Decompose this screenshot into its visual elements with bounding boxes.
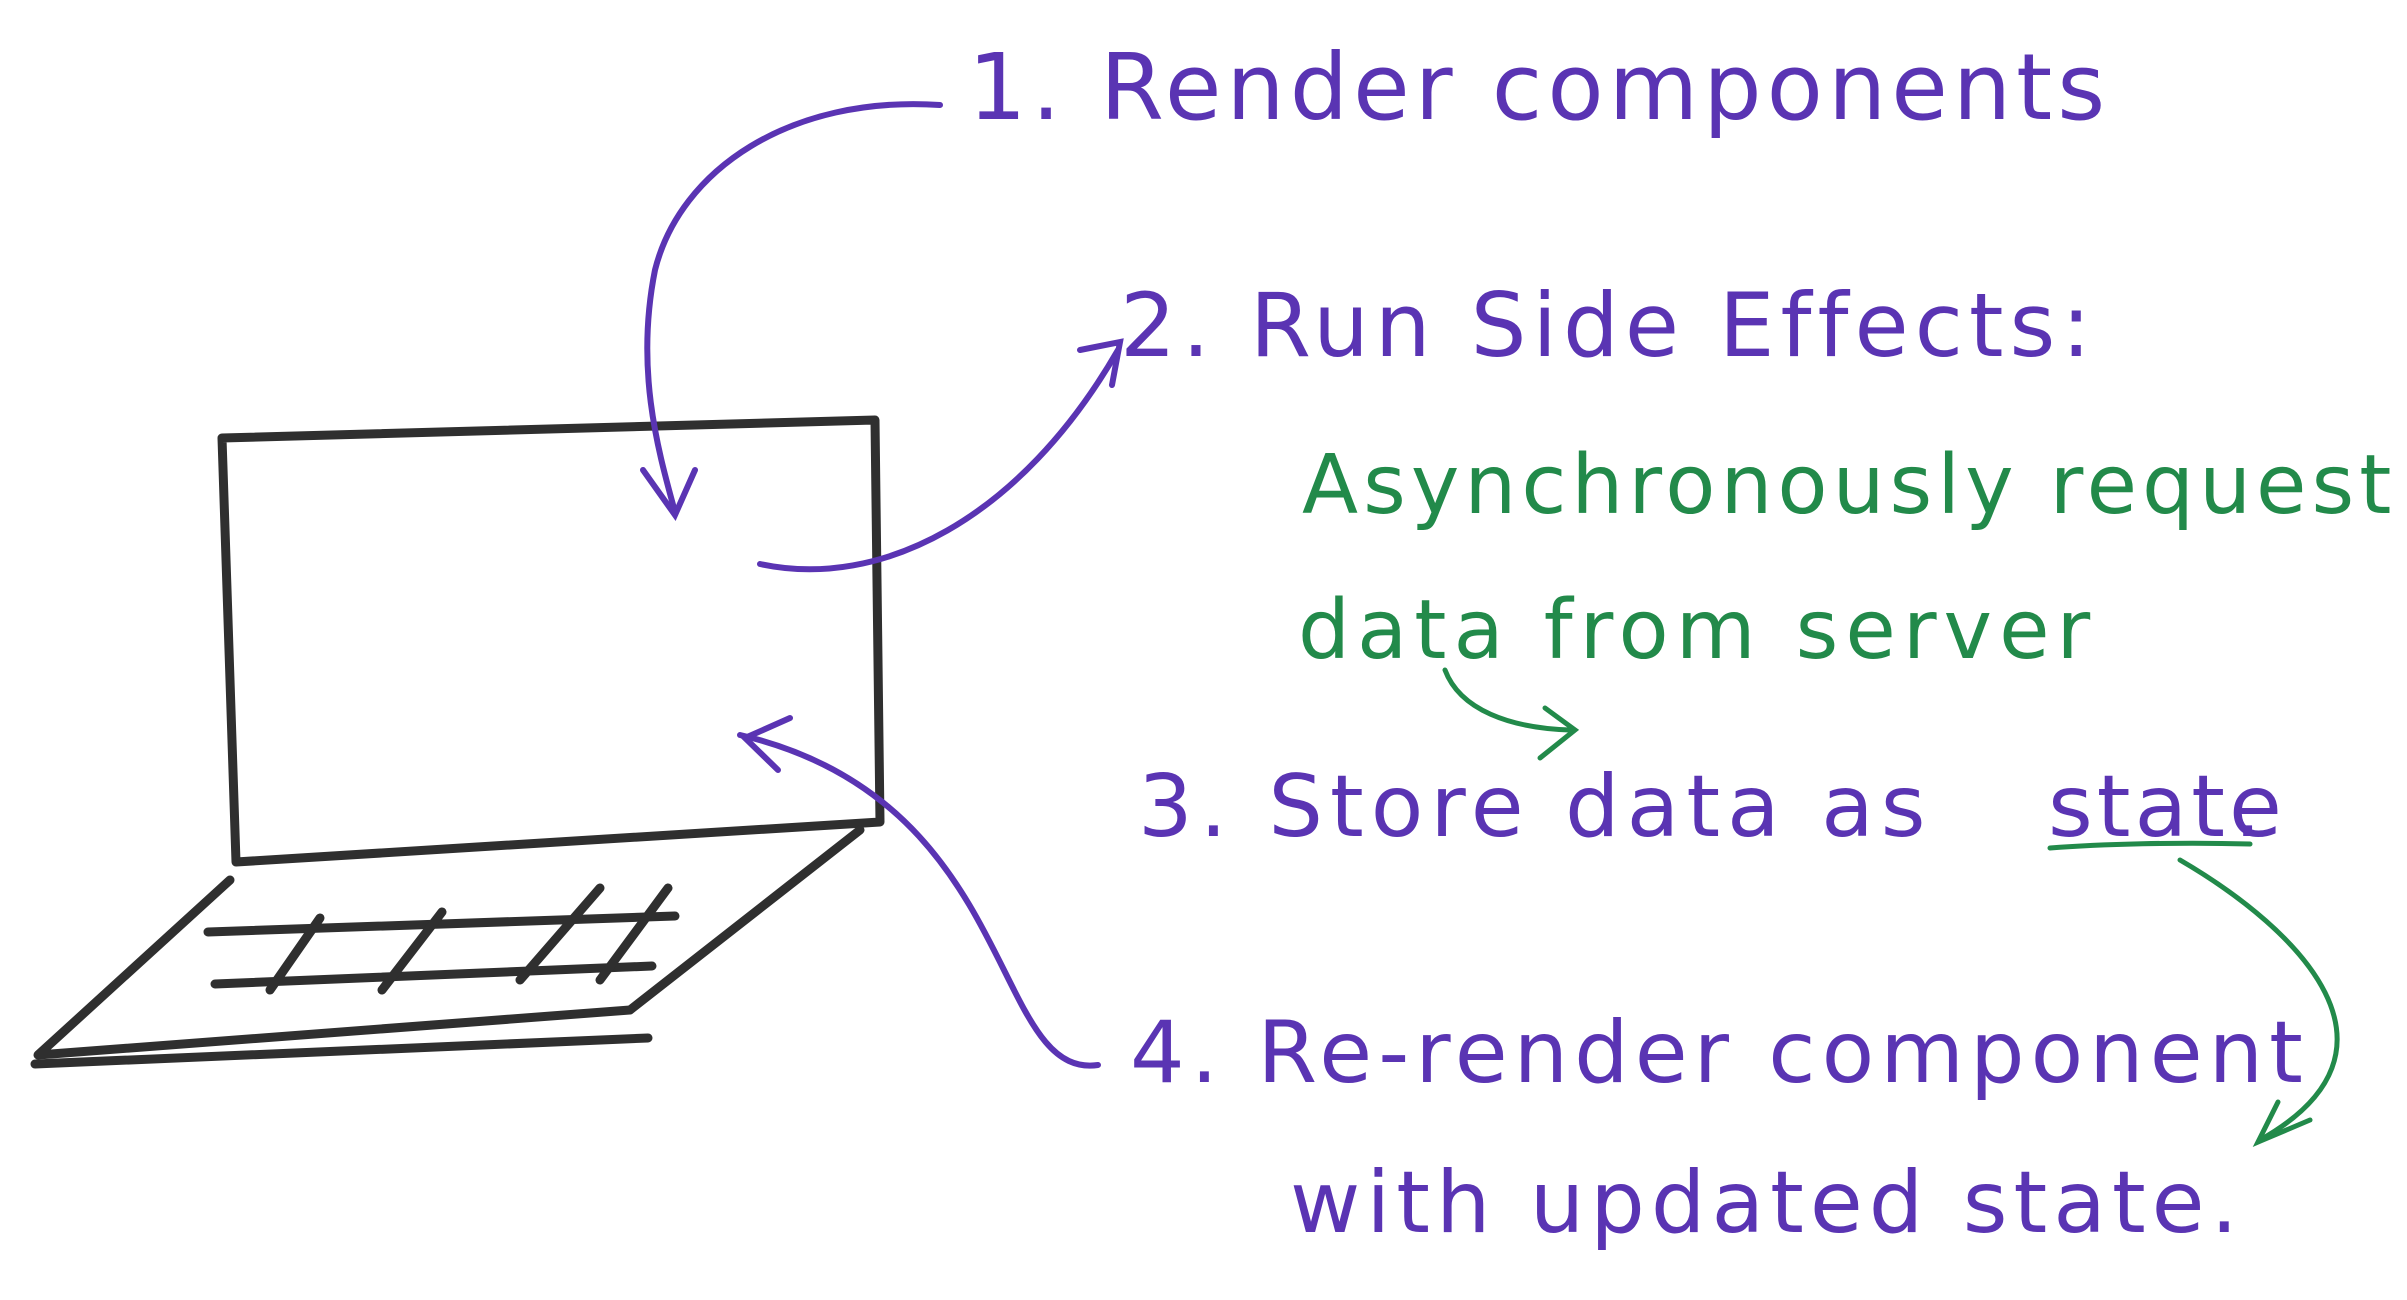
side-effect-note-line-1: Asynchronously request (1302, 438, 2397, 533)
keyboard-key (377, 907, 447, 995)
step-4-label: 4. Re-render component (1130, 1003, 2309, 1103)
step-4-label-line-2: with updated state. (1290, 1153, 2244, 1253)
laptop-screen (217, 415, 885, 867)
laptop-base (625, 825, 865, 1015)
state-word: state (2048, 757, 2286, 857)
step-3-label: 3. Store data as (1138, 757, 1933, 857)
arrow-screen-to-side-effects (757, 338, 1124, 573)
arrow-data-to-store (1442, 667, 1580, 761)
step-2-label: 2. Run Side Effects: (1120, 274, 2098, 377)
keyboard-row (203, 911, 680, 937)
state-underline (2047, 840, 2253, 851)
arrow-render-to-screen (640, 101, 943, 522)
arrow-state-to-rerender (2177, 857, 2340, 1147)
keyboard-key (265, 913, 325, 995)
step-3-period: . (2234, 757, 2264, 857)
step-1-label: 1. Render components (968, 34, 2111, 141)
keyboard-key (515, 883, 605, 985)
keyboard-row (210, 961, 657, 989)
side-effect-note-line-2: data from server (1298, 583, 2098, 678)
laptop-icon (30, 415, 885, 1069)
arrow-rerender-to-screen (737, 715, 1101, 1069)
keyboard-key (595, 883, 673, 985)
